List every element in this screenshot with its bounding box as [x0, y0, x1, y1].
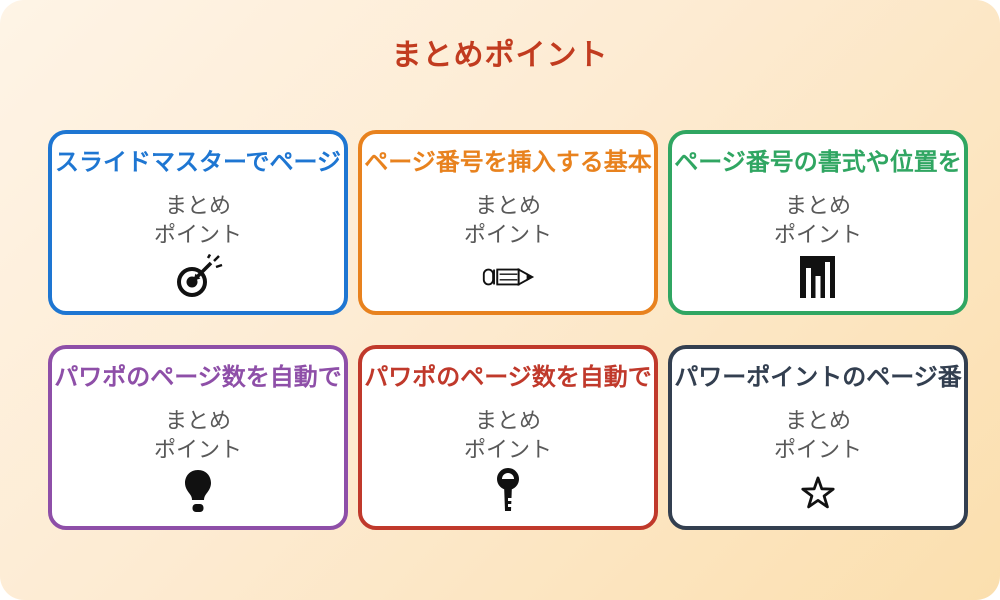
- star-icon: [798, 467, 838, 517]
- summary-card: パワーポイントのページ番 まとめ ポイント: [668, 345, 968, 530]
- card-body-line: まとめ: [474, 193, 541, 218]
- page-title: まとめポイント: [391, 39, 609, 72]
- card-body-line: まとめ: [784, 408, 851, 433]
- card-grid: スライドマスターでページ まとめ ポイント ページ番号を挿入する基本 まとめ ポ…: [0, 130, 1000, 530]
- card-title-clip: パワーポイントのページ番: [672, 362, 964, 394]
- card-body-line: まとめ: [784, 193, 851, 218]
- card-title-clip: パワポのページ数を自動で: [362, 362, 654, 394]
- card-body: まとめ ポイント: [154, 406, 242, 464]
- card-title-clip: パワポのページ数を自動で: [52, 362, 344, 394]
- card-body-line: ポイント: [463, 437, 552, 462]
- card-title: ページ番号の書式や位置を: [674, 149, 962, 176]
- card-title-clip: スライドマスターでページ: [52, 147, 344, 179]
- card-body-line: ポイント: [463, 222, 552, 247]
- card-title-clip: ページ番号を挿入する基本: [362, 147, 654, 179]
- card-body-line: まとめ: [164, 193, 231, 218]
- card-body-line: まとめ: [164, 408, 231, 433]
- bar-chart-icon: [799, 252, 837, 302]
- card-title: ページ番号を挿入する基本: [364, 149, 652, 176]
- summary-card: ページ番号の書式や位置を まとめ ポイント: [668, 130, 968, 315]
- card-body: まとめ ポイント: [774, 406, 862, 464]
- summary-card: パワポのページ数を自動で まとめ ポイント: [48, 345, 348, 530]
- card-body: まとめ ポイント: [154, 191, 242, 249]
- card-body-line: ポイント: [773, 437, 862, 462]
- summary-card: パワポのページ数を自動で まとめ ポイント: [358, 345, 658, 530]
- card-body: まとめ ポイント: [774, 191, 862, 249]
- card-title: パワーポイントのページ番: [674, 364, 962, 391]
- card-body-line: ポイント: [153, 222, 242, 247]
- target-icon: [172, 252, 224, 302]
- summary-card: ページ番号を挿入する基本 まとめ ポイント: [358, 130, 658, 315]
- card-body: まとめ ポイント: [464, 191, 552, 249]
- card-body: まとめ ポイント: [464, 406, 552, 464]
- card-title: パワポのページ数を自動で: [54, 364, 342, 391]
- card-body-line: ポイント: [773, 222, 862, 247]
- key-icon: [494, 467, 522, 517]
- pencil-icon: [481, 252, 535, 302]
- lightbulb-icon: [181, 467, 215, 517]
- card-title: パワポのページ数を自動で: [364, 364, 652, 391]
- card-body-line: ポイント: [153, 437, 242, 462]
- summary-card: スライドマスターでページ まとめ ポイント: [48, 130, 348, 315]
- card-title-clip: ページ番号の書式や位置を: [672, 147, 964, 179]
- card-body-line: まとめ: [474, 408, 541, 433]
- card-title: スライドマスターでページ: [54, 149, 342, 176]
